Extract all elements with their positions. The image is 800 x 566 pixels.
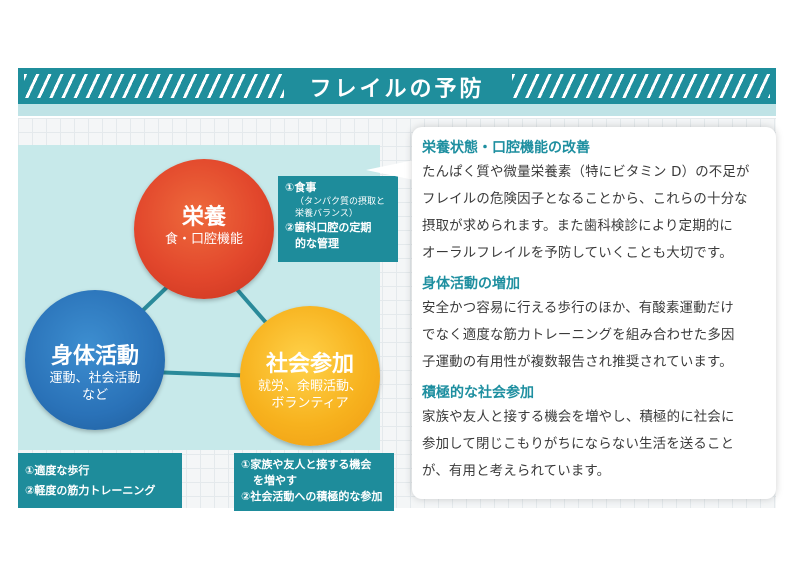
nutrition-note-line: ②歯科口腔の定期 [285,221,372,234]
physical-subtitle-2: など [81,388,108,403]
section-body-line: 摂取が求められます。また歯科検診により定期的に [422,219,733,234]
explanation-callout: 栄養状態・口腔機能の改善 たんぱく質や微量栄養素（特にビタミン D）の不足が フ… [412,127,776,499]
social-title: 社会参加 [265,352,354,377]
section-body-line: 家族や友人と接する機会を増やし、積極的に社会に [422,410,735,425]
nutrition-subtitle: 食・口腔機能 [164,232,243,247]
physical-title: 身体活動 [50,344,139,369]
header-stripes-right [512,74,770,98]
nutrition-circle: 栄養 食・口腔機能 [134,159,274,299]
header-stripes-left [24,74,284,98]
physical-note: ①適度な歩行 ②軽度の筋力トレーニング [18,453,182,508]
social-participation-circle: 社会参加 就労、余暇活動、 ボランティア [240,306,380,446]
section-heading: 栄養状態・口腔機能の改善 [422,140,590,156]
social-note-line: ①家族や友人と接する機会 [241,458,372,471]
physical-subtitle-1: 運動、社会活動 [49,371,141,386]
section-heading: 積極的な社会参加 [422,385,534,401]
nutrition-note-line: ①食事 [285,181,317,194]
page-title: フレイルの予防 [309,77,485,102]
nutrition-note-line: 的な管理 [295,237,339,250]
section-body-line: フレイルの危険因子となることから、これらの十分な [422,192,748,207]
section-heading: 身体活動の増加 [422,276,520,292]
section-body-line: オーラルフレイルを予防していくことも大切です。 [422,246,733,261]
physical-note-line: ②軽度の筋力トレーニング [25,484,156,497]
section-body-line: 子運動の有用性が複数報告され推奨されています。 [422,355,733,370]
physical-note-line: ①適度な歩行 [25,464,90,477]
section-body-line: でなく適度な筋力トレーニングを組み合わせた多因 [422,328,735,343]
footnote-blur [478,502,774,510]
header-accent-bar [18,104,776,116]
social-subtitle-2: ボランティア [271,396,349,411]
section-body-line: たんぱく質や微量栄養素（特にビタミン D）の不足が [422,165,750,180]
header-banner: フレイルの予防 [18,68,776,104]
social-note: ①家族や友人と接する機会 を増やす ②社会活動への積極的な参加 [234,453,394,511]
nutrition-note: ①食事 （タンパク質の摂取と 栄養バランス） ②歯科口腔の定期 的な管理 [278,176,398,262]
section-body-line: が、有用と考えられています。 [422,464,611,479]
physical-activity-circle: 身体活動 運動、社会活動 など [25,290,165,430]
nutrition-title: 栄養 [181,205,226,230]
social-note-line: ②社会活動への積極的な参加 [241,490,383,503]
callout-pointer [366,160,414,180]
section-body-line: 参加して閉じこもりがちにならない生活を送ること [422,437,735,452]
social-subtitle-1: 就労、余暇活動、 [257,379,362,394]
nutrition-note-line: 栄養バランス） [295,209,358,219]
social-note-line: を増やす [253,474,297,487]
section-body-line: 安全かつ容易に行える歩行のほか、有酸素運動だけ [422,301,734,316]
nutrition-note-line: （タンパク質の摂取と [295,197,386,207]
